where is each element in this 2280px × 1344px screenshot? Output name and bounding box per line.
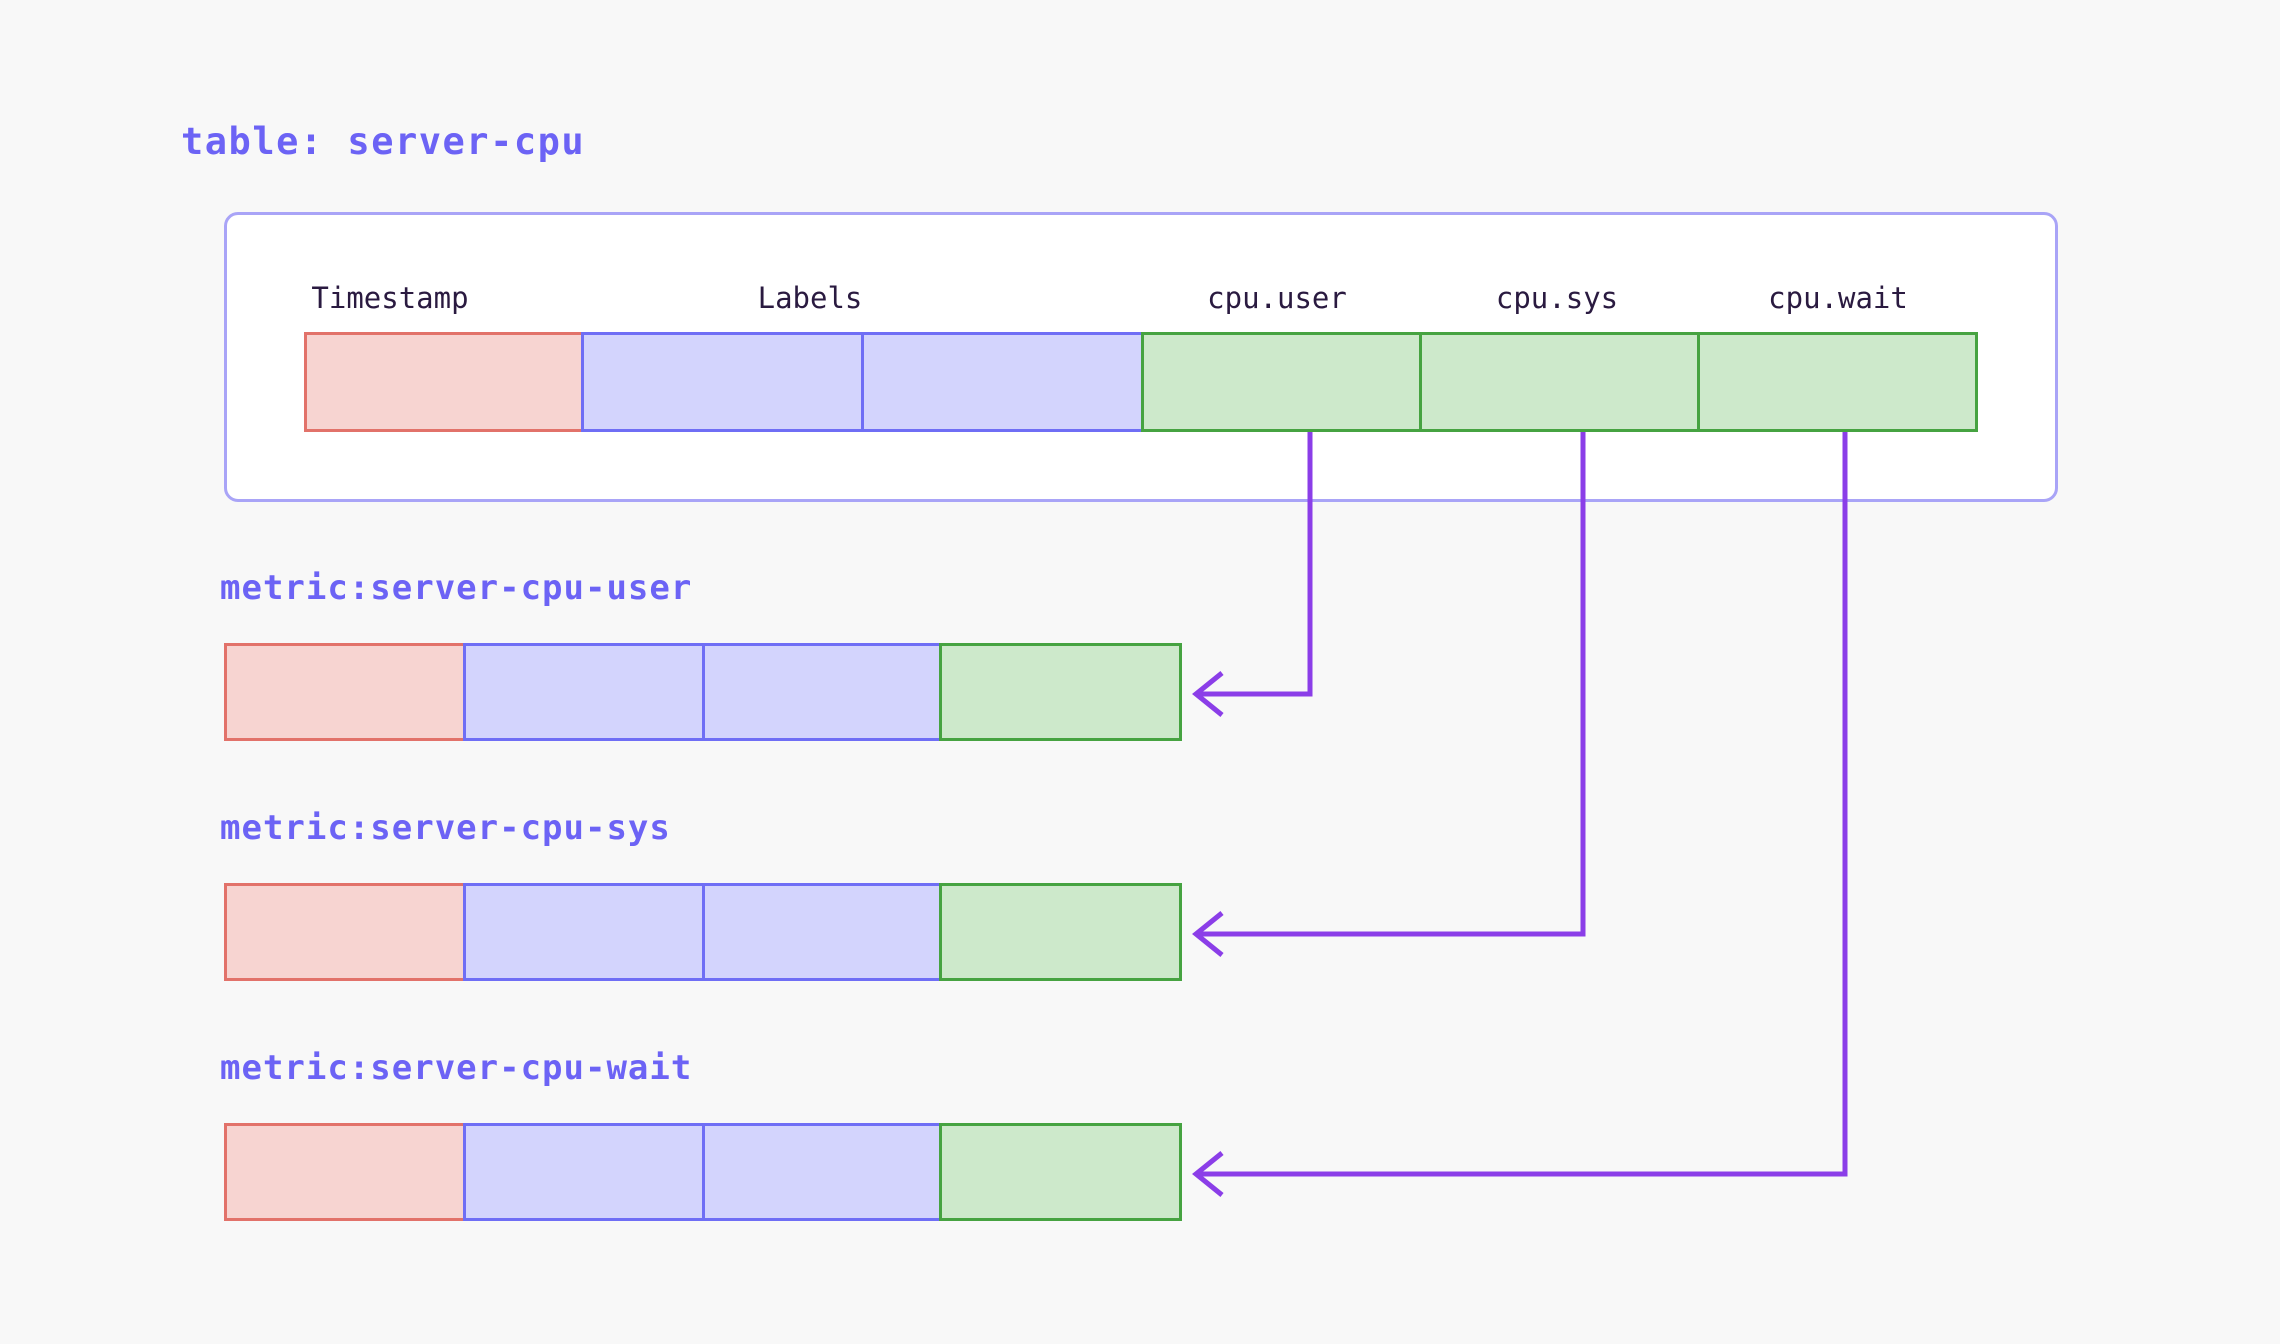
metric-1-value-cell: [939, 883, 1182, 981]
metric-2-value-cell: [939, 1123, 1182, 1221]
column-header-timestamp: Timestamp: [311, 281, 469, 315]
metric-0-timestamp-cell: [224, 643, 466, 741]
metric-1-timestamp-cell: [224, 883, 466, 981]
table-cpu-user-cell: [1141, 332, 1422, 432]
table-labels-cell-2: [861, 332, 1144, 432]
column-header-labels: Labels: [757, 281, 863, 315]
column-header-cpu-user: cpu.user: [1207, 281, 1347, 315]
metric-2-labels-cell-2: [702, 1123, 942, 1221]
metric-2-labels-cell-1: [463, 1123, 705, 1221]
column-header-cpu-sys: cpu.sys: [1495, 281, 1619, 315]
metric-2-timestamp-cell: [224, 1123, 466, 1221]
metric-0-value-cell: [939, 643, 1182, 741]
column-header-cpu-wait: cpu.wait: [1768, 281, 1908, 315]
table-cpu-wait-cell: [1697, 332, 1978, 432]
table-timestamp-cell: [304, 332, 584, 432]
metric-title-1: metric:server-cpu-sys: [220, 808, 671, 848]
table-cpu-sys-cell: [1419, 332, 1700, 432]
table-labels-cell-1: [581, 332, 864, 432]
metric-0-labels-cell-2: [702, 643, 942, 741]
metric-0-labels-cell-1: [463, 643, 705, 741]
metric-1-labels-cell-2: [702, 883, 942, 981]
metric-title-0: metric:server-cpu-user: [220, 568, 693, 608]
metric-1-labels-cell-1: [463, 883, 705, 981]
table-title: table: server-cpu: [181, 120, 586, 163]
metric-title-2: metric:server-cpu-wait: [220, 1048, 693, 1088]
